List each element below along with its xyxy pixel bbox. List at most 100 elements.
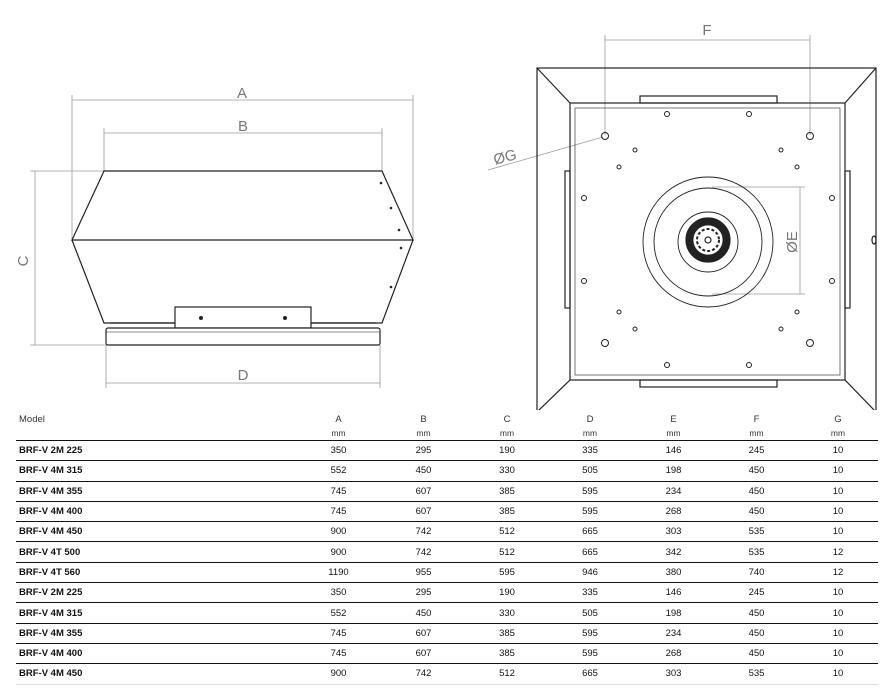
cell-model: BRF-V 4M 355 — [16, 481, 296, 502]
cell-g: 10 — [798, 663, 878, 685]
column-header-d: D — [586, 413, 594, 425]
cell-f: 450 — [715, 602, 798, 624]
column-header-b: B — [420, 413, 427, 425]
cell-c: 385 — [466, 623, 548, 644]
cell-d: 665 — [548, 521, 632, 543]
cell-e: 198 — [632, 460, 715, 482]
cell-model: BRF-V 4M 315 — [16, 460, 296, 482]
dimension-c-label: C — [15, 255, 32, 266]
unit-f: mm — [715, 426, 798, 441]
cell-f: 245 — [715, 582, 798, 604]
side-view-drawing — [30, 95, 414, 388]
cell-b: 295 — [381, 582, 466, 604]
cell-c: 330 — [466, 602, 548, 624]
cell-model: BRF-V 4M 400 — [16, 501, 296, 523]
cell-c: 385 — [466, 501, 548, 523]
cell-model: BRF-V 4M 400 — [16, 643, 296, 665]
cell-f: 740 — [715, 562, 798, 584]
cell-d: 505 — [548, 602, 632, 624]
cell-g: 12 — [798, 562, 878, 584]
cell-c: 385 — [466, 643, 548, 665]
table-units-row: mm mm mm mm mm mm mm — [16, 426, 878, 441]
cell-f: 535 — [715, 521, 798, 543]
cell-model: BRF-V 4M 355 — [16, 623, 296, 644]
cell-model: BRF-V 2M 225 — [16, 440, 296, 462]
cell-a: 900 — [296, 521, 381, 543]
cell-a: 745 — [296, 643, 381, 665]
cell-c: 190 — [466, 582, 548, 604]
cell-e: 268 — [632, 643, 715, 665]
column-header-e: E — [670, 413, 677, 425]
cell-e: 303 — [632, 663, 715, 685]
cell-d: 946 — [548, 562, 632, 584]
cell-b: 607 — [381, 481, 466, 502]
cell-d: 505 — [548, 460, 632, 482]
cell-model: BRF-V 4T 500 — [16, 541, 296, 563]
table-header-row: Model A B C D E F G — [16, 412, 878, 426]
dimension-f-label: F — [702, 22, 711, 39]
column-header-model: Model — [19, 413, 45, 425]
cell-d: 335 — [548, 582, 632, 604]
cell-e: 268 — [632, 501, 715, 523]
cell-b: 607 — [381, 501, 466, 523]
cell-b: 742 — [381, 663, 466, 685]
cell-c: 595 — [466, 562, 548, 584]
cell-c: 512 — [466, 521, 548, 543]
dimensions-table: Model A B C D E F G mm mm mm mm mm mm mm… — [16, 412, 878, 685]
cell-a: 552 — [296, 460, 381, 482]
cell-g: 10 — [798, 521, 878, 543]
dimension-d-label: D — [238, 367, 249, 384]
cell-a: 1190 — [296, 562, 381, 584]
dimension-e-label: ØE — [784, 231, 801, 253]
cell-e: 380 — [632, 562, 715, 584]
cell-model: BRF-V 4M 450 — [16, 663, 296, 685]
cell-e: 342 — [632, 541, 715, 563]
unit-b: mm — [381, 426, 466, 441]
cell-b: 742 — [381, 521, 466, 543]
dimension-b-label: B — [238, 118, 248, 135]
cell-a: 745 — [296, 501, 381, 523]
cell-e: 234 — [632, 481, 715, 502]
cell-f: 535 — [715, 663, 798, 685]
cell-e: 234 — [632, 623, 715, 644]
cell-b: 742 — [381, 541, 466, 563]
cell-e: 146 — [632, 582, 715, 604]
cell-c: 512 — [466, 663, 548, 685]
cell-f: 450 — [715, 460, 798, 482]
cell-model: BRF-V 4M 450 — [16, 521, 296, 543]
cell-e: 146 — [632, 440, 715, 462]
cell-model: BRF-V 4T 560 — [16, 562, 296, 584]
cell-e: 198 — [632, 602, 715, 624]
cell-a: 350 — [296, 440, 381, 462]
cell-model: BRF-V 2M 225 — [16, 582, 296, 604]
cell-b: 607 — [381, 623, 466, 644]
cell-c: 385 — [466, 481, 548, 502]
cell-d: 665 — [548, 663, 632, 685]
cell-a: 552 — [296, 602, 381, 624]
unit-e: mm — [632, 426, 715, 441]
cell-c: 190 — [466, 440, 548, 462]
cell-a: 350 — [296, 582, 381, 604]
cell-c: 330 — [466, 460, 548, 482]
cell-a: 900 — [296, 541, 381, 563]
cell-g: 10 — [798, 582, 878, 604]
cell-g: 10 — [798, 623, 878, 644]
cell-d: 595 — [548, 643, 632, 665]
unit-a: mm — [296, 426, 381, 441]
column-header-f: F — [753, 413, 760, 425]
cell-d: 595 — [548, 623, 632, 644]
cell-model: BRF-V 4M 315 — [16, 602, 296, 624]
cell-f: 450 — [715, 623, 798, 644]
cell-f: 450 — [715, 481, 798, 502]
cell-a: 745 — [296, 623, 381, 644]
dimension-a-label: A — [237, 85, 247, 102]
